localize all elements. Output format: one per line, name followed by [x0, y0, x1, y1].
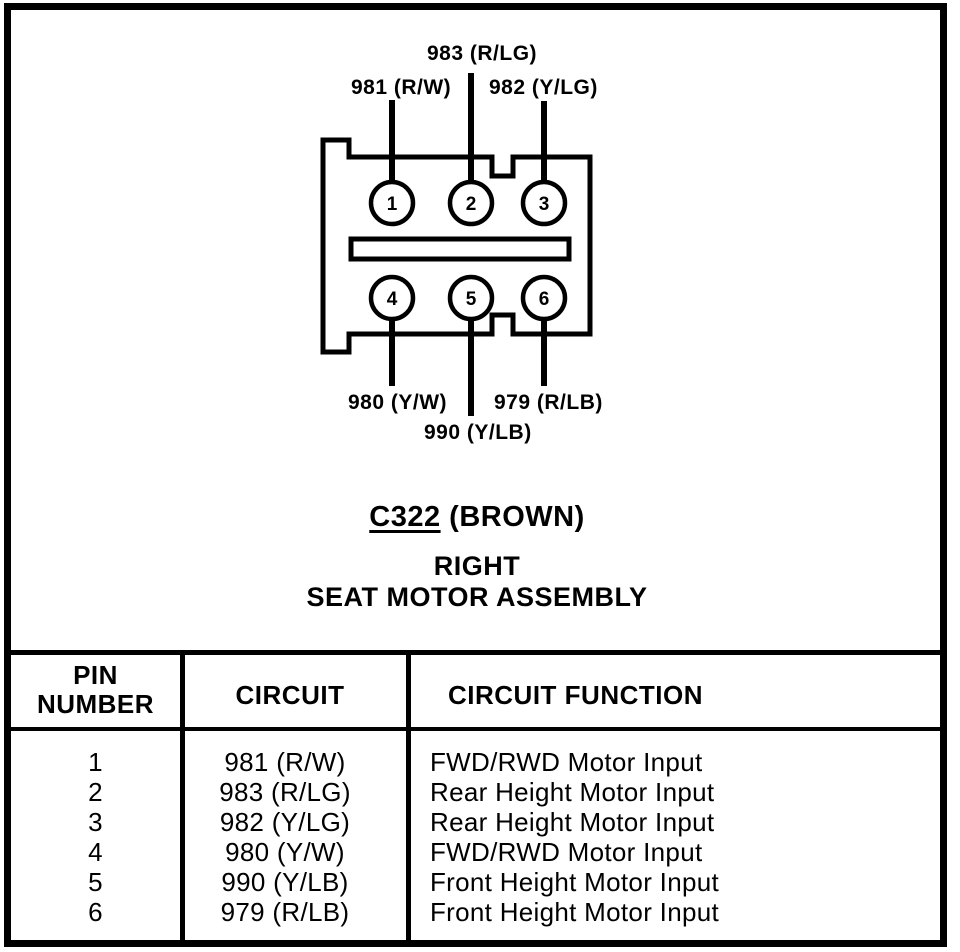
table-cell-function: Rear Height Motor Input: [430, 807, 715, 837]
page-border-frame: [4, 3, 947, 947]
wire-label-pin2: 983 (R/LG): [427, 42, 538, 65]
table-column-divider-1: [180, 650, 185, 943]
table-column-divider-2: [406, 650, 411, 943]
pin-number-4: 4: [387, 289, 398, 310]
table-cell-function: FWD/RWD Motor Input: [430, 837, 703, 867]
pin-circle-5: [447, 274, 495, 322]
table-cell-function: Rear Height Motor Input: [430, 777, 715, 807]
table-cell-circuit: 979 (R/LB): [220, 897, 350, 927]
table-cell-circuit: 980 (Y/W): [225, 837, 345, 867]
pin-circle-4: [368, 274, 416, 322]
table-header-pin-number: PIN NUMBER: [36, 660, 155, 719]
connector-id: C322: [369, 501, 441, 533]
wire-label-pin5: 990 (Y/LB): [424, 421, 532, 444]
table-cell-circuit: 981 (R/W): [224, 747, 346, 777]
table-cell-pin: 5: [88, 867, 103, 897]
wire-label-pin1: 981 (R/W): [351, 76, 452, 99]
table-top-rule: [4, 650, 947, 655]
connector-diagram: 1 2 3 4 5 6: [320, 73, 593, 416]
pin-number-1: 1: [387, 194, 398, 215]
table-column-circuit-functions: FWD/RWD Motor Input Rear Height Motor In…: [430, 747, 719, 927]
pin-circle-3: [520, 179, 568, 227]
table-cell-circuit: 982 (Y/LG): [219, 807, 351, 837]
wire-label-pin3: 982 (Y/LG): [489, 76, 598, 99]
pin-number-6: 6: [539, 289, 550, 310]
table-cell-pin: 1: [88, 747, 103, 777]
table-header-circuit-function: CIRCUIT FUNCTION: [448, 680, 703, 710]
wire-label-pin4: 980 (Y/W): [348, 391, 448, 414]
pin-number-5: 5: [466, 289, 477, 310]
connector-caption: C322 (BROWN): [0, 501, 954, 534]
table-cell-pin: 3: [88, 807, 103, 837]
assembly-name: RIGHT SEAT MOTOR ASSEMBLY: [0, 551, 954, 613]
table-cell-function: FWD/RWD Motor Input: [430, 747, 703, 777]
table-cell-pin: 2: [88, 777, 103, 807]
pin-number-3: 3: [539, 194, 550, 215]
table-header-circuit: CIRCUIT: [235, 680, 345, 710]
connector-color-note: (BROWN): [449, 501, 585, 533]
table-header-rule: [4, 727, 947, 731]
table-cell-circuit: 990 (Y/LB): [221, 867, 349, 897]
table-column-pin-numbers: 1 2 3 4 5 6: [11, 747, 180, 927]
connector-center-slot: [348, 236, 572, 262]
table-cell-pin: 4: [88, 837, 103, 867]
table-cell-pin: 6: [88, 897, 103, 927]
pin-number-2: 2: [466, 194, 477, 215]
pin-circle-6: [520, 274, 568, 322]
table-cell-function: Front Height Motor Input: [430, 897, 719, 927]
table-cell-function: Front Height Motor Input: [430, 867, 719, 897]
table-column-circuits: 981 (R/W) 983 (R/LG) 982 (Y/LG) 980 (Y/W…: [185, 747, 385, 927]
pin-circle-2: [447, 179, 495, 227]
assembly-name-line2: SEAT MOTOR ASSEMBLY: [306, 582, 648, 612]
wire-label-pin6: 979 (R/LB): [494, 391, 603, 414]
table-cell-circuit: 983 (R/LG): [219, 777, 351, 807]
pin-circle-1: [368, 179, 416, 227]
assembly-name-line1: RIGHT: [433, 551, 521, 581]
